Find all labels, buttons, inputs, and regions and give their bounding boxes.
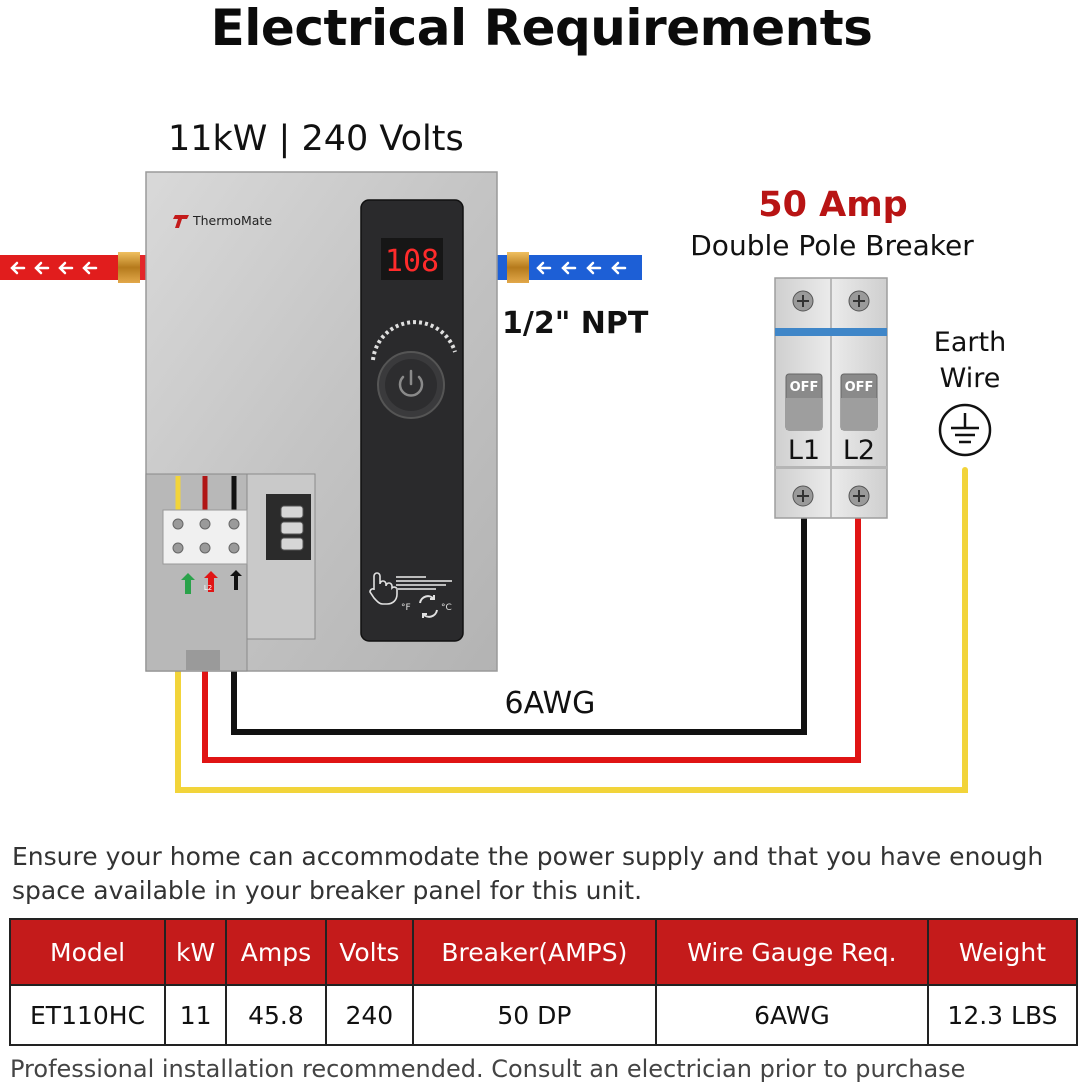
temperature-display — [381, 238, 443, 280]
touch-hand-icon — [369, 572, 398, 605]
col-header-wire-gauge: Wire Gauge Req. — [654, 918, 929, 986]
ground-symbol-icon — [938, 403, 992, 457]
terminal-box: L2 — [145, 473, 316, 672]
double-pole-breaker: OFF OFF L1 L2 — [774, 277, 888, 519]
flow-arrow-icon — [536, 261, 627, 275]
col-header-weight: Weight — [926, 918, 1079, 986]
cell-kw: 11 — [164, 984, 228, 1046]
table-row: ET110HC 11 45.8 240 50 DP 6AWG 12.3 LBS — [8, 984, 1079, 1046]
power-dial[interactable] — [371, 320, 457, 419]
l1-terminal-arrow-icon — [230, 570, 242, 590]
terminal-l2-label: L2 — [204, 584, 212, 592]
earth-wire-label: Earth Wire — [933, 327, 1007, 394]
l2-terminal-arrow-icon — [204, 571, 218, 592]
power-icon — [398, 369, 424, 397]
col-header-model: Model — [8, 918, 167, 986]
control-panel — [360, 199, 464, 642]
power-supply-notice: Ensure your home can accommodate the pow… — [12, 842, 1044, 905]
spec-table: Model kW Amps Volts Breaker(AMPS) Wire G… — [8, 918, 1079, 1046]
water-heater-unit: ThermoMate 108 °F °C — [145, 171, 498, 672]
unit-fahrenheit: °F — [401, 603, 411, 613]
pipe-size-label: 1/2" NPT — [502, 306, 649, 341]
breaker-toggle-l2[interactable] — [840, 373, 878, 431]
cell-model: ET110HC — [8, 984, 167, 1046]
hot-water-pipe — [0, 252, 150, 283]
col-header-kw: kW — [164, 918, 228, 986]
col-header-volts: Volts — [324, 918, 414, 986]
col-header-amps: Amps — [225, 918, 327, 986]
cell-wire-gauge: 6AWG — [654, 984, 929, 1046]
wire-yellow — [175, 467, 968, 793]
cell-breaker: 50 DP — [411, 984, 657, 1046]
display-temperature: 108 — [385, 244, 439, 279]
breaker-amp-label: 50 Amp — [758, 185, 908, 225]
flow-arrow-icon — [10, 261, 98, 275]
brand-logo: ThermoMate — [173, 213, 272, 228]
breaker-switch-1-state: OFF — [790, 380, 819, 395]
col-header-breaker: Breaker(AMPS) — [411, 918, 657, 986]
installation-footer-note: Professional installation recommended. C… — [10, 1055, 966, 1083]
breaker-pole-l2: L2 — [843, 435, 875, 466]
cold-water-pipe — [497, 252, 642, 283]
breaker-screw-icon — [792, 290, 870, 507]
brand-name: ThermoMate — [192, 213, 272, 228]
cell-amps: 45.8 — [225, 984, 327, 1046]
heater-spec-label: 11kW | 240 Volts — [168, 119, 464, 159]
page-title: Electrical Requirements — [210, 0, 873, 57]
breaker-switch-2-state: OFF — [845, 380, 874, 395]
panel-instruction-text — [396, 576, 452, 590]
wiring-diagram: ThermoMate 108 °F °C — [0, 171, 992, 793]
breaker-pole-l1: L1 — [788, 435, 820, 466]
cell-volts: 240 — [324, 984, 414, 1046]
switch-unit-icon — [419, 595, 438, 618]
ground-terminal-arrow-icon — [181, 573, 195, 594]
cell-weight: 12.3 LBS — [926, 984, 1079, 1046]
breaker-toggle-l1[interactable] — [785, 373, 823, 431]
spec-table-header-row: Model kW Amps Volts Breaker(AMPS) Wire G… — [8, 918, 1079, 986]
breaker-type-label: Double Pole Breaker — [690, 229, 974, 262]
unit-celsius: °C — [441, 603, 452, 613]
wire-gauge-label: 6AWG — [504, 686, 596, 721]
